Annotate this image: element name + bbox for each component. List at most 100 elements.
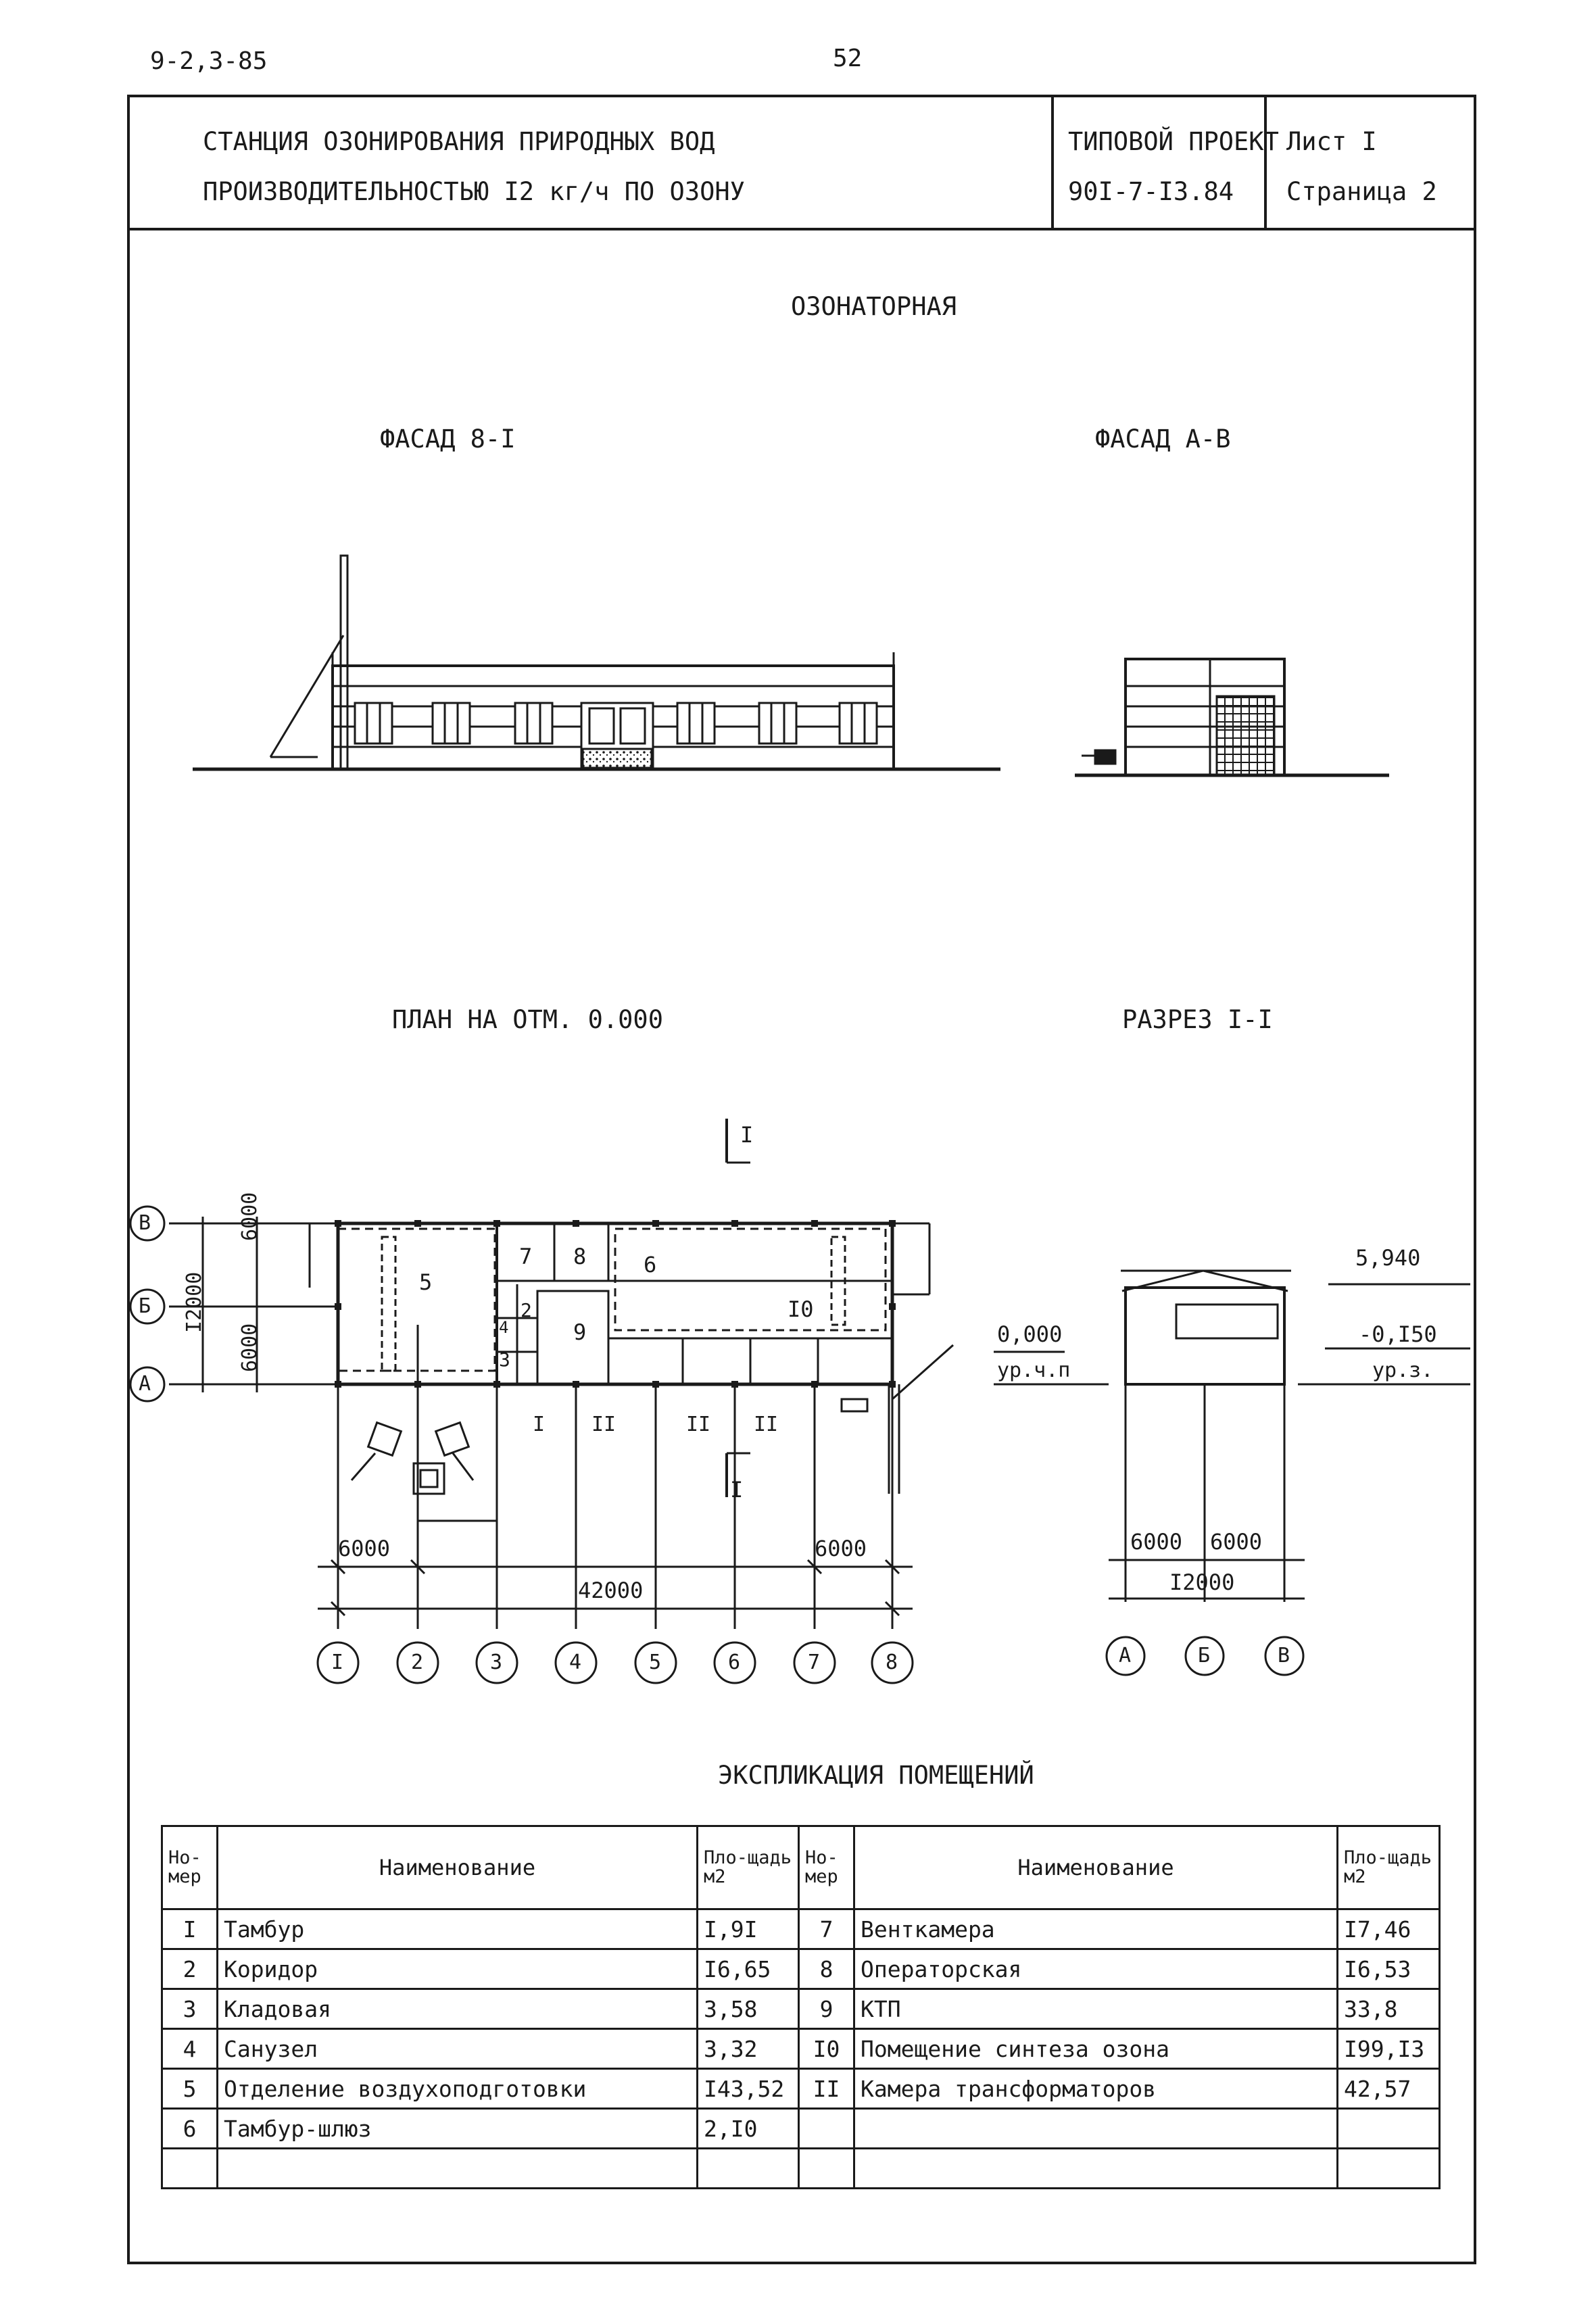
plan-axis-col-3: 3 — [490, 1651, 503, 1674]
page-number: 52 — [833, 45, 863, 72]
cell-area: I99,I3 — [1336, 2028, 1441, 2070]
cell-num: I0 — [798, 2028, 855, 2070]
plan-axis-col-2: 2 — [411, 1651, 424, 1674]
section-level-ground: -0,I50 — [1359, 1321, 1437, 1347]
title-divider-1 — [1051, 95, 1054, 230]
col-header-area-left: Пло-щадь м2 — [696, 1825, 800, 1910]
plan-dim-bay-left: 6000 — [338, 1536, 391, 1561]
room-11-label-a: II — [591, 1413, 616, 1436]
cell-num: 7 — [798, 1908, 855, 1950]
cell-area: I,9I — [696, 1908, 800, 1950]
facade-a-v-drawing — [1075, 658, 1389, 777]
section-drawing — [994, 1269, 1470, 1676]
room-3-label: 3 — [499, 1348, 510, 1371]
cell-area: I7,46 — [1336, 1908, 1441, 1950]
plan-title: ПЛАН НА ОТМ. 0.000 — [392, 1005, 663, 1034]
cell-area: 42,57 — [1336, 2068, 1441, 2110]
drawing-title: ОЗОНАТОРНАЯ — [791, 292, 957, 321]
cell-num: 8 — [798, 1948, 855, 1990]
col-header-name-right: Наименование — [853, 1825, 1338, 1910]
cell-area — [1336, 2107, 1441, 2149]
cell-num: 3 — [161, 1988, 218, 2030]
plan-dim-span-v: 6000 — [238, 1192, 262, 1241]
section-axis-v: В — [1278, 1644, 1290, 1667]
section-floor-label: ур.ч.п — [997, 1359, 1071, 1382]
section-mark-bottom: I — [730, 1477, 744, 1503]
cell-name: Коридор — [216, 1948, 698, 1990]
cell-area: 2,I0 — [696, 2107, 800, 2149]
room-8-label: 8 — [573, 1244, 587, 1269]
cell-area: I6,53 — [1336, 1948, 1441, 1990]
plan-dim-bay-right: 6000 — [815, 1536, 867, 1561]
cell-num: 6 — [161, 2107, 218, 2149]
room-2-label: 2 — [521, 1299, 532, 1321]
cell-num: 5 — [161, 2068, 218, 2110]
cell-num: 4 — [161, 2028, 218, 2070]
section-axis-b: Б — [1198, 1644, 1211, 1667]
cell-name: Тамбур — [216, 1908, 698, 1950]
facade-8-1-title: ФАСАД 8-I — [380, 424, 516, 454]
section-level-zero: 0,000 — [997, 1321, 1063, 1347]
section-dim-left: 6000 — [1130, 1529, 1183, 1555]
cell-name: Помещение синтеза озона — [853, 2028, 1338, 2070]
cell-name: Санузел — [216, 2028, 698, 2070]
drawing-frame — [127, 95, 1476, 2264]
table-header-row: Но-мер Наименование Пло-щадь м2 Но-мер Н… — [161, 1825, 1441, 1910]
cell-num — [798, 2107, 855, 2149]
document-code: 9-2,3-85 — [150, 47, 268, 75]
room-11-label-c: II — [754, 1413, 779, 1436]
cell-name: Отделение воздухоподготовки — [216, 2068, 698, 2110]
plan-axis-col-7: 7 — [808, 1651, 821, 1674]
title-divider-2 — [1264, 95, 1267, 230]
facade-windows — [354, 702, 878, 771]
room-10-label: I0 — [788, 1296, 814, 1322]
cell-area: 33,8 — [1336, 1988, 1441, 2030]
cell-num: II — [798, 2068, 855, 2110]
cell-name — [216, 2147, 698, 2189]
cell-name: Камера трансформаторов — [853, 2068, 1338, 2110]
room-7-label: 7 — [519, 1244, 533, 1269]
section-dim-right: 6000 — [1210, 1529, 1263, 1555]
floor-plan-columns — [335, 1220, 896, 1388]
cell-num: 9 — [798, 1988, 855, 2030]
section-ground-label: ур.з. — [1372, 1359, 1434, 1382]
cell-num — [161, 2147, 218, 2189]
title-line-2: ПРОИЗВОДИТЕЛЬНОСТЬЮ I2 кг/ч ПО ОЗОНУ — [203, 177, 745, 206]
room-5-label: 5 — [419, 1269, 433, 1295]
col-header-num-right: Но-мер — [798, 1825, 855, 1910]
facade-a-v-title: ФАСАД А-В — [1095, 424, 1231, 454]
sheet-number: Лист I — [1286, 127, 1377, 156]
explication-table: Но-мер Наименование Пло-щадь м2 Но-мер Н… — [161, 1825, 1441, 2189]
section-title: РАЗРЕЗ I-I — [1122, 1005, 1273, 1034]
plan-axis-col-6: 6 — [728, 1651, 741, 1674]
room-1-label: I — [533, 1413, 546, 1436]
plan-axis-col-5: 5 — [649, 1651, 662, 1674]
table-row — [161, 2147, 1441, 2189]
cell-area: 3,58 — [696, 1988, 800, 2030]
title-block — [127, 95, 1476, 230]
section-dim-total: I2000 — [1169, 1569, 1235, 1595]
room-6-label: 6 — [644, 1252, 657, 1277]
project-label: ТИПОВОЙ ПРОЕКТ — [1068, 127, 1279, 156]
room-11-label-b: II — [686, 1413, 711, 1436]
col-header-num-left: Но-мер — [161, 1825, 218, 1910]
floor-plan-drawing — [129, 1119, 954, 1684]
plan-axis-col-1: I — [331, 1651, 344, 1674]
room-9-label: 9 — [573, 1319, 587, 1345]
room-4-label: 4 — [499, 1318, 509, 1337]
cell-area — [696, 2147, 800, 2189]
plan-axis-row-b: Б — [139, 1294, 151, 1318]
plan-axis-row-a: А — [139, 1372, 151, 1396]
plan-axis-col-8: 8 — [886, 1651, 898, 1674]
cell-area: 3,32 — [696, 2028, 800, 2070]
cell-name — [853, 2107, 1338, 2149]
explication-title: ЭКСПЛИКАЦИЯ ПОМЕЩЕНИЙ — [718, 1761, 1034, 1790]
cell-num: 2 — [161, 1948, 218, 1990]
cell-name: Тамбур-шлюз — [216, 2107, 698, 2149]
